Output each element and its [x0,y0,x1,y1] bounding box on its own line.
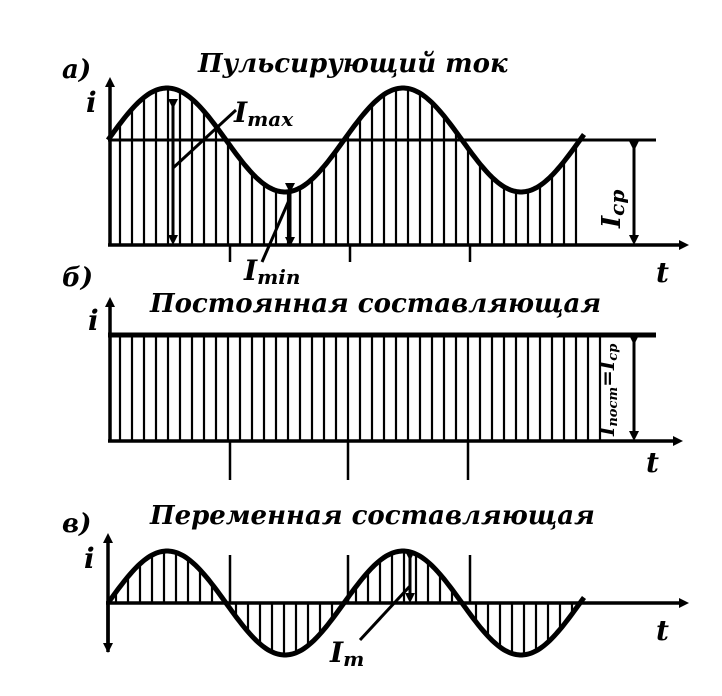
panel-ac-component: в) Переменная составляющая i t Im [62,501,689,671]
im-label: Im [329,636,364,671]
imin-leader [260,197,292,263]
panel-b-y-label: i [88,304,99,337]
iavg-label: Iср [597,190,629,229]
im-leader [358,584,412,642]
panel-pulsating-current: а) Пульсирующий ток i t Imax Imin Iср [62,49,689,289]
panel-c-hatching [114,551,574,655]
panel-dc-component: б) Постоянная составляющая i t Iпост=Iср [62,263,683,480]
panel-b-hatching [118,335,602,441]
panel-a-y-label: i [86,86,97,119]
imin-label: Imin [243,254,300,289]
panel-b-x-label: t [646,446,659,479]
panel-a-x-label: t [656,256,669,289]
panel-b-title: Постоянная составляющая [149,289,601,319]
pulsating-wave [105,85,587,195]
imax-label: Imax [233,96,294,131]
panel-a-hatching [118,88,578,245]
panel-b-ticks [228,441,470,480]
ac-wave [105,548,587,658]
panel-a-letter: а) [62,55,91,85]
imax-leader [171,108,238,170]
panel-c-y-label: i [84,542,95,575]
panel-a-ticks [228,245,472,262]
panel-c-ticks [228,555,472,603]
panel-c-title: Переменная составляющая [149,501,595,531]
panel-c-x-label: t [656,614,669,647]
panel-a-title: Пульсирующий ток [197,49,508,79]
idc-label: Iпост=Iср [595,344,621,437]
panel-c-letter: в) [62,509,91,539]
panel-b-letter: б) [62,263,93,293]
